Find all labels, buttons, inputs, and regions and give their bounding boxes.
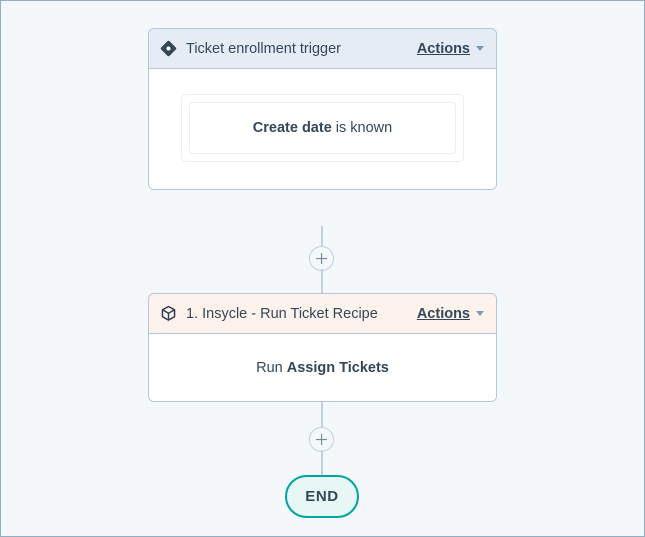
action-node-title: 1. Insycle - Run Ticket Recipe bbox=[186, 305, 378, 322]
end-node: END bbox=[285, 475, 359, 518]
action-recipe-name: Assign Tickets bbox=[286, 359, 389, 376]
trigger-node-title: Ticket enrollment trigger bbox=[186, 40, 341, 57]
action-node-body: Run Assign Tickets bbox=[149, 334, 496, 401]
action-node[interactable]: 1. Insycle - Run Ticket Recipe Actions R… bbox=[148, 293, 497, 402]
action-summary-text: Run Assign Tickets bbox=[256, 360, 389, 376]
trigger-actions-label: Actions bbox=[416, 40, 470, 57]
add-step-button-1[interactable] bbox=[309, 246, 334, 271]
end-node-label: END bbox=[305, 488, 339, 505]
filter-criterion-text: Create date is known bbox=[253, 120, 392, 136]
filter-operator: is known bbox=[335, 120, 393, 136]
diamond-trigger-icon bbox=[160, 40, 177, 57]
filter-group: Create date is known bbox=[181, 94, 464, 162]
trigger-node-body: Create date is known bbox=[149, 69, 496, 189]
trigger-node-header: Ticket enrollment trigger Actions bbox=[149, 29, 496, 69]
connector-line-3 bbox=[321, 402, 323, 427]
action-node-header: 1. Insycle - Run Ticket Recipe Actions bbox=[149, 294, 496, 334]
trigger-node[interactable]: Ticket enrollment trigger Actions Create… bbox=[148, 28, 497, 190]
chevron-down-icon bbox=[476, 46, 484, 51]
filter-criterion[interactable]: Create date is known bbox=[189, 102, 456, 154]
action-prefix: Run bbox=[256, 359, 283, 376]
cube-icon bbox=[160, 305, 177, 322]
action-actions-button[interactable]: Actions bbox=[417, 306, 484, 322]
add-step-button-2[interactable] bbox=[309, 427, 334, 452]
connector-line-2 bbox=[321, 269, 323, 293]
chevron-down-icon bbox=[476, 311, 484, 316]
filter-property: Create date bbox=[252, 120, 332, 136]
connector-line-1 bbox=[321, 226, 323, 259]
connector-line-4 bbox=[321, 450, 323, 477]
trigger-actions-button[interactable]: Actions bbox=[417, 41, 484, 57]
action-actions-label: Actions bbox=[416, 305, 470, 322]
